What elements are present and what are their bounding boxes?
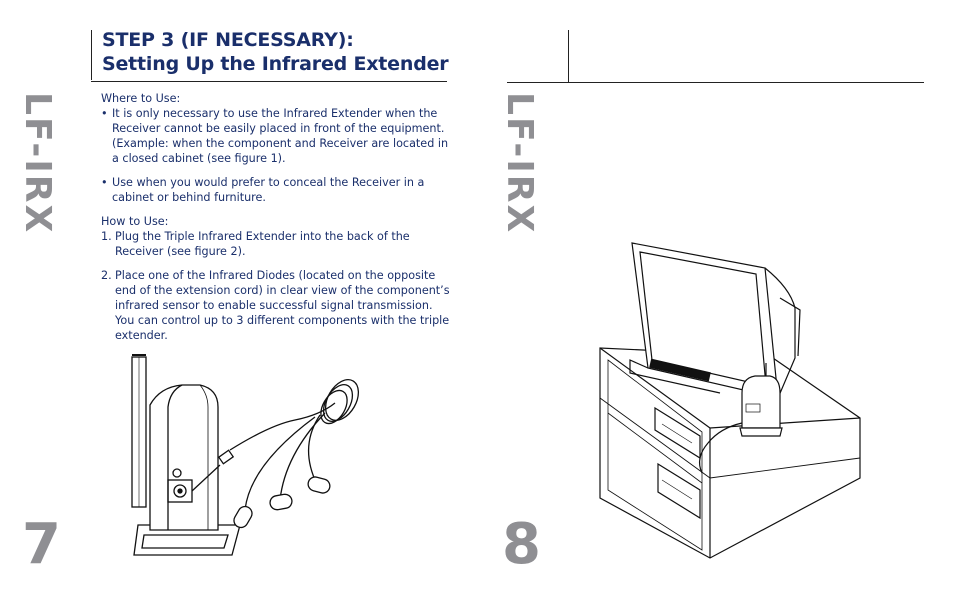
how-step-item: 2. Place one of the Infrared Diodes (loc… <box>101 268 451 343</box>
left-brand-label: LF-IRX <box>17 92 58 235</box>
where-to-use-title: Where to Use: <box>101 92 181 105</box>
step-number: 2. <box>101 269 112 282</box>
how-to-use-title: How to Use: <box>101 215 169 228</box>
bullet-marker: • <box>101 176 108 189</box>
step-number: 1. <box>101 230 112 243</box>
where-bullet-item: • It is only necessary to use the Infrar… <box>101 106 451 166</box>
where-bullet-item: • Use when you would prefer to conceal t… <box>101 175 451 205</box>
where-item-text: Use when you would prefer to conceal the… <box>112 176 425 204</box>
page-heading: STEP 3 (IF NECESSARY): Setting Up the In… <box>102 28 449 76</box>
step-text: Place one of the Infrared Diodes (locate… <box>115 269 450 342</box>
bullet-marker: • <box>101 107 108 120</box>
tv-cabinet-illustration <box>599 242 861 559</box>
where-item-text: It is only necessary to use the Infrared… <box>112 107 449 165</box>
left-horizontal-rule <box>91 81 447 82</box>
right-page-number: 8 <box>502 512 541 577</box>
heading-line-2: Setting Up the Infrared Extender <box>102 53 449 75</box>
right-vertical-rule <box>568 30 569 82</box>
right-brand-label: LF-IRX <box>499 92 540 235</box>
receiver-extender-illustration <box>131 354 360 556</box>
heading-line-1: STEP 3 (IF NECESSARY): <box>102 29 354 51</box>
how-step-item: 1. Plug the Triple Infrared Extender int… <box>101 229 451 259</box>
instructions-body: Where to Use: • It is only necessary to … <box>101 91 451 343</box>
left-page-number: 7 <box>22 512 61 577</box>
left-vertical-rule <box>91 30 92 80</box>
step-text: Plug the Triple Infrared Extender into t… <box>115 230 410 258</box>
right-horizontal-rule <box>507 82 924 83</box>
